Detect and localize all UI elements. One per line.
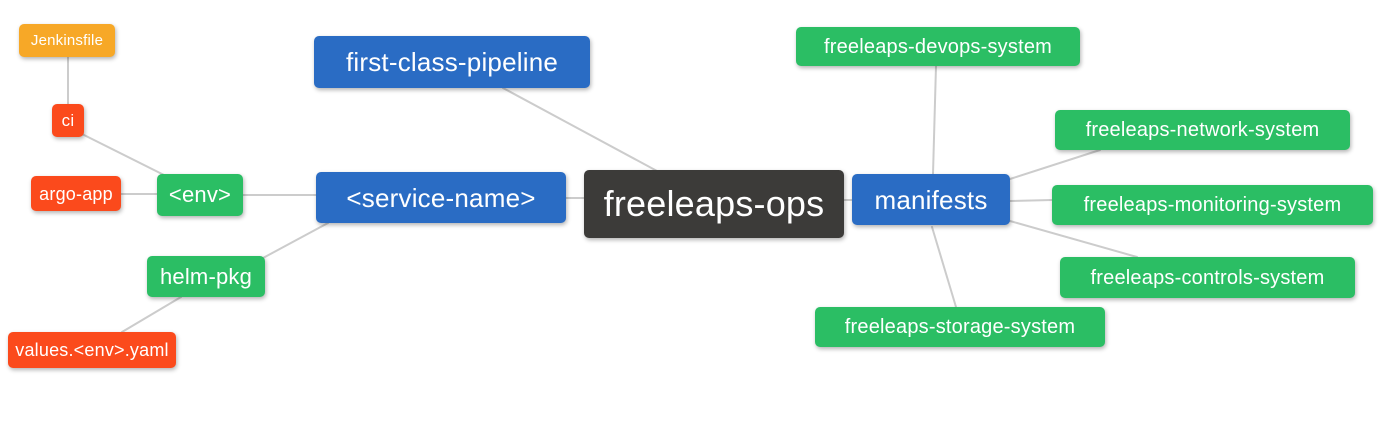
node-manifests[interactable]: manifests	[852, 174, 1010, 225]
node-argo-app[interactable]: argo-app	[31, 176, 121, 211]
edge-ci-env	[81, 133, 169, 178]
edge-manifests-storage	[931, 226, 957, 308]
node-helm-pkg[interactable]: helm-pkg	[147, 256, 265, 297]
edge-manifests-devops	[932, 65, 937, 175]
node-env[interactable]: <env>	[157, 174, 243, 216]
node-freeleaps-storage-system[interactable]: freeleaps-storage-system	[815, 307, 1105, 347]
node-freeleaps-controls-system[interactable]: freeleaps-controls-system	[1060, 257, 1355, 298]
edge-values-helm-pkg	[121, 296, 182, 333]
node-ci[interactable]: ci	[52, 104, 84, 137]
node-freeleaps-network-system[interactable]: freeleaps-network-system	[1055, 110, 1350, 150]
node-first-class-pipeline[interactable]: first-class-pipeline	[314, 36, 590, 88]
edge-manifests-monitoring	[1009, 199, 1053, 202]
node-freeleaps-devops-system[interactable]: freeleaps-devops-system	[796, 27, 1080, 66]
edge-helm-pkg-service-name	[262, 222, 329, 259]
node-service-name[interactable]: <service-name>	[316, 172, 566, 223]
node-freeleaps-ops[interactable]: freeleaps-ops	[584, 170, 844, 238]
node-values-env-yaml[interactable]: values.<env>.yaml	[8, 332, 176, 368]
edge-manifests-controls	[1009, 220, 1138, 258]
node-freeleaps-monitoring-system[interactable]: freeleaps-monitoring-system	[1052, 185, 1373, 225]
edge-manifests-network	[1009, 149, 1101, 180]
edge-pipeline-root	[502, 87, 658, 172]
node-jenkinsfile[interactable]: Jenkinsfile	[19, 24, 115, 57]
